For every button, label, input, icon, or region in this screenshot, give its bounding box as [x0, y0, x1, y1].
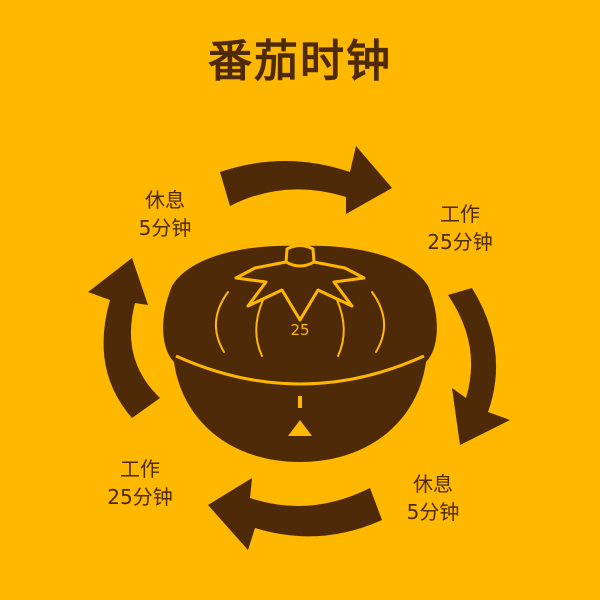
arrow-left-icon [88, 258, 160, 418]
arrow-bottom-icon [208, 478, 382, 550]
step-work-top-right: 工作 25分钟 [405, 200, 515, 256]
step-duration: 5分钟 [406, 500, 460, 524]
arrow-top-icon [220, 146, 392, 214]
step-duration: 25分钟 [107, 485, 173, 509]
tomato-timer-icon [163, 244, 437, 462]
step-label: 工作 [120, 457, 160, 481]
page-title: 番茄时钟 [208, 36, 392, 87]
step-label: 工作 [440, 202, 480, 226]
step-duration: 5分钟 [138, 216, 192, 240]
arrow-right-icon [448, 288, 510, 445]
step-rest-bottom-right: 休息 5分钟 [378, 470, 488, 526]
step-label: 休息 [413, 472, 453, 496]
timer-dial-value: 25 [290, 321, 310, 339]
step-rest-top-left: 休息 5分钟 [110, 186, 220, 242]
step-duration: 25分钟 [427, 230, 493, 254]
step-label: 休息 [145, 188, 185, 212]
step-work-bottom-left: 工作 25分钟 [85, 455, 195, 511]
